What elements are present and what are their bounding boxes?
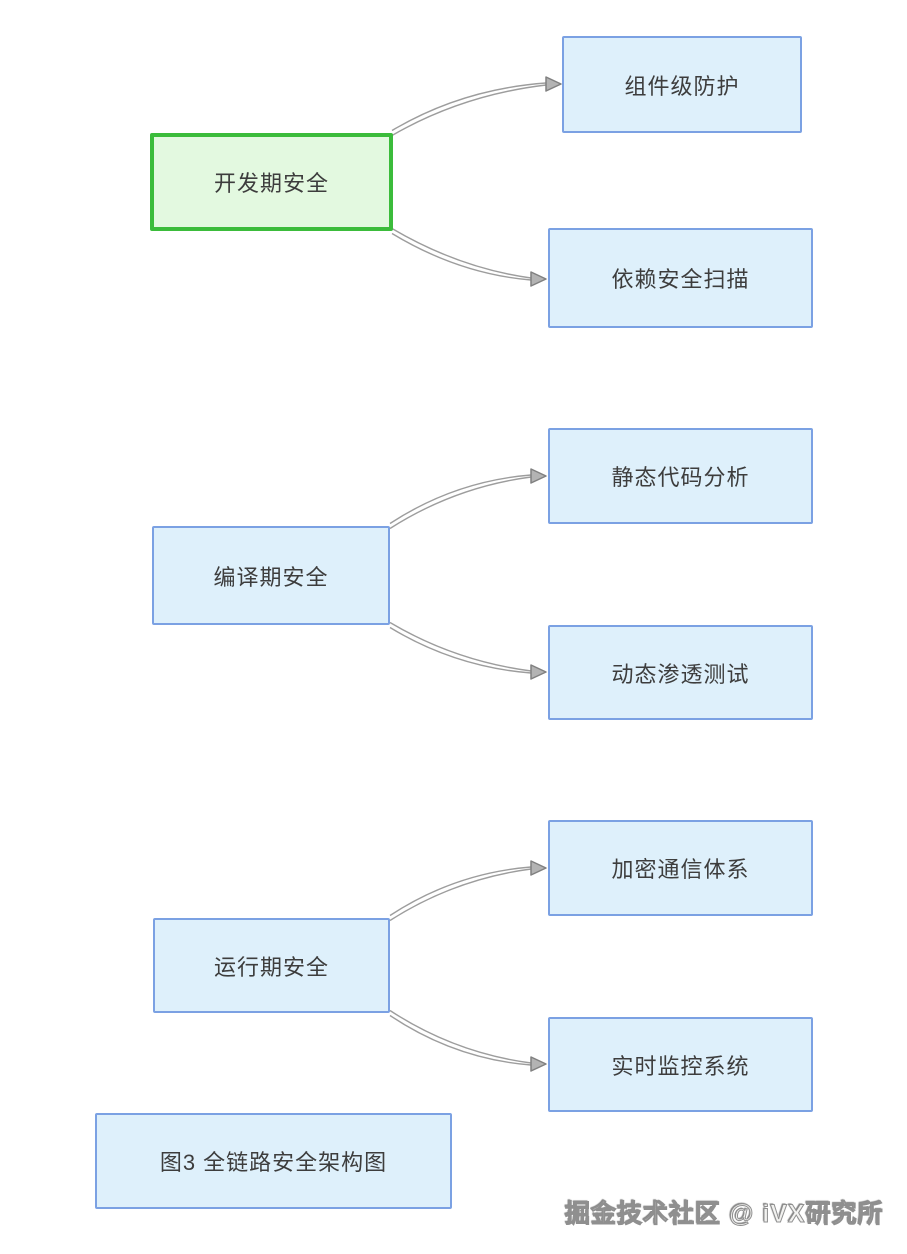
- node-encrypted-communication: 加密通信体系: [548, 820, 813, 916]
- arrowhead-icon: [530, 664, 547, 680]
- node-dynamic-penetration-test: 动态渗透测试: [548, 625, 813, 720]
- node-realtime-monitoring: 实时监控系统: [548, 1017, 813, 1112]
- node-dependency-security-scan: 依赖安全扫描: [548, 228, 813, 328]
- node-static-code-analysis: 静态代码分析: [548, 428, 813, 524]
- arrowhead-icon: [530, 468, 547, 484]
- arrowhead-icon: [530, 1056, 547, 1072]
- connector-compile-to-dynamic: [389, 621, 532, 674]
- arrowhead-icon: [530, 860, 547, 876]
- connector-dev-to-component: [391, 82, 547, 137]
- connector-dev-to-dependency: [391, 227, 532, 281]
- node-compile-period-security: 编译期安全: [152, 526, 390, 625]
- connector-compile-to-static: [389, 474, 532, 530]
- node-component-level-protection: 组件级防护: [562, 36, 802, 133]
- connector-runtime-to-encrypt: [389, 866, 532, 922]
- figure-caption-box: 图3 全链路安全架构图: [95, 1113, 452, 1209]
- node-dev-period-security: 开发期安全: [150, 133, 393, 231]
- node-runtime-security: 运行期安全: [153, 918, 390, 1013]
- arrowhead-icon: [530, 271, 547, 287]
- connector-runtime-to-monitor: [389, 1009, 532, 1066]
- watermark: 掘金技术社区 @ iVX研究所: [565, 1200, 884, 1229]
- arrowhead-icon: [545, 76, 562, 92]
